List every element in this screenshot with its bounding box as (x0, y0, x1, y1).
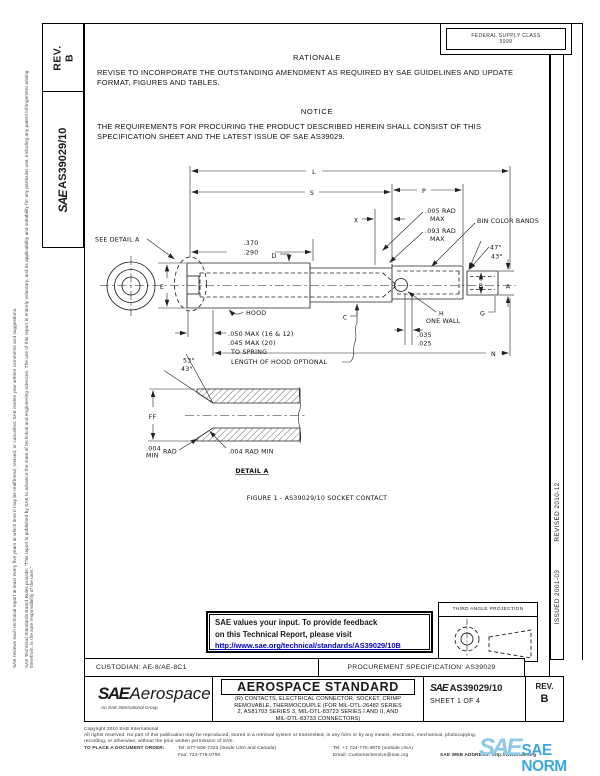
footer-tel-2: Tel: +1 724-776-4970 (outside USA) (333, 746, 414, 751)
standard-title-cell: AEROSPACE STANDARD (R) CONTACTS, ELECTRI… (213, 677, 424, 722)
rev-cell: REV. B (526, 677, 563, 721)
dimension-lines (146, 166, 514, 451)
angle-47-label: 47° (490, 244, 502, 252)
footer-copyright: Copyright 2010 SAE International (84, 727, 159, 732)
standard-description: (R) CONTACTS, ELECTRICAL CONNECTOR, SOCK… (234, 696, 402, 722)
dim-c-label: C (343, 315, 348, 322)
hood-note-3: TO SPRING (230, 349, 267, 356)
side-tab-rev-cell (42, 23, 84, 92)
dim-h-label: H (439, 311, 444, 318)
drawing-labels: L S P X N .370 .290 SEE DETAIL A D E C A… (95, 169, 539, 502)
third-angle-projection-icon (454, 619, 532, 659)
see-detail-a-label: SEE DETAIL A (95, 237, 140, 244)
hood-note-2: .045 MAX (20) (228, 340, 276, 347)
left-margin-disclaimer-2: SAE reviews each technical report at lea… (12, 307, 17, 668)
rad-093-line2: MAX (430, 236, 445, 243)
procurement-spec-label: PROCUREMENT SPECIFICATION: AS39029 (347, 664, 496, 671)
figure-caption: FIGURE 1 - AS39029/10 SOCKET CONTACT (247, 495, 387, 502)
dim-025-label: .025 (417, 341, 432, 348)
hood-label: HOOD (246, 310, 266, 317)
detail-angle-43: 43° (181, 365, 193, 373)
sae-logo-icon: SAE (56, 190, 70, 213)
dim-x-label: X (354, 218, 359, 225)
fsc-value: 5999 (499, 39, 513, 45)
projection-title: THIRD ANGLE PROJECTION (439, 603, 537, 617)
dim-b-label: B (479, 283, 484, 290)
sheet-info: SHEET 1 OF 4 (430, 698, 481, 705)
footer-rights: All rights reserved. No part of this pub… (84, 733, 477, 744)
detail-angle-53: 53° (183, 357, 195, 365)
side-view-geometry (100, 256, 516, 316)
watermark-sae-glyph: SAE (479, 734, 522, 761)
custodian-row: CUSTODIAN: AE-8/AE-8C1 PROCUREMENT SPECI… (84, 658, 525, 677)
dim-n-label: N (491, 351, 496, 358)
custodian-label: CUSTODIAN: AE-8/AE-8C1 (85, 659, 319, 676)
socket-contact-drawing: L S P X N .370 .290 SEE DETAIL A D E C A… (95, 166, 539, 502)
logo-aerospace-text: Aerospace (129, 684, 211, 703)
dim-s-label: S (310, 190, 314, 197)
fsc-box: FEDERAL SUPPLY CLASS 5999 (440, 23, 572, 55)
bin-color-bands-label: BIN COLOR BANDS (477, 218, 539, 225)
detail-a-title: DETAIL A (235, 468, 268, 475)
feedback-link[interactable]: http://www.sae.org/technical/standards/A… (215, 641, 401, 650)
footer-fax: Fax: 724-776-0790 (178, 753, 221, 758)
side-tab-rev-value: B (63, 53, 75, 62)
projection-box: THIRD ANGLE PROJECTION (438, 602, 538, 662)
rad-004-left-3: RAD (163, 449, 177, 456)
rev-label: REV. (535, 682, 554, 691)
watermark-name: SAE NORM (521, 742, 567, 775)
rad-005-line2: MAX (430, 216, 445, 223)
logo-tagline: An SAE International Group (101, 705, 158, 710)
dim-290-label: .290 (244, 250, 259, 257)
sae-norm-watermark: SAE SAE NORM INTERNATIONAL (479, 734, 599, 776)
rationale-body: REVISE TO INCORPORATE THE OUTSTANDING AM… (97, 68, 514, 87)
dim-370-label: .370 (244, 240, 259, 247)
side-tab-doc: SAE AS39029/10 (42, 95, 84, 245)
dim-035-label: .035 (417, 332, 432, 339)
doc-number: AS39029/10 (449, 683, 503, 694)
dim-l-label: L (312, 169, 316, 176)
detail-a-view (163, 353, 306, 444)
footer-order-label: TO PLACE A DOCUMENT ORDER: (84, 746, 165, 751)
feedback-line-2: on this Technical Report, please visit (215, 629, 352, 639)
rev-value: B (540, 693, 549, 705)
footer-tel-1: Tel: 877-606-7323 (inside USA and Canada… (178, 746, 277, 751)
footer-web-address: SAE WEB ADDRESS: http://www.sae.org (440, 753, 537, 758)
rationale-title: RATIONALE (293, 53, 341, 62)
dim-a-label: A (506, 284, 511, 291)
footer-email: Email: CustomerService@sae.org (333, 753, 409, 758)
standard-title: AEROSPACE STANDARD (221, 679, 415, 695)
rad-004-left-1: .004 (146, 446, 161, 453)
issued-date-text: ISSUED 2001-03 (553, 569, 561, 625)
fsc-label: FEDERAL SUPPLY CLASS (471, 32, 541, 39)
dim-e-label: E (160, 284, 164, 291)
sae-aerospace-logo: SAEAerospace An SAE International Group (85, 677, 213, 721)
hood-note-1: .050 MAX (16 & 12) (228, 331, 294, 338)
dim-d-label: D (271, 253, 276, 260)
feedback-box: SAE values your input. To provide feedba… (206, 611, 433, 653)
side-tab-doc-number: AS39029/10 (57, 127, 69, 189)
rad-093-line1: .093 RAD (425, 228, 456, 235)
rad-004-left-2: MIN (146, 453, 159, 460)
notice-body: THE REQUIREMENTS FOR PROCURING THE PRODU… (97, 122, 482, 141)
outer-right-border (564, 23, 583, 660)
side-tab-rev: REV. B (42, 23, 84, 92)
dim-g-label: G (480, 311, 485, 318)
logo-sae-text: SAE (98, 684, 130, 703)
side-tab-rev-label: REV. (51, 44, 63, 71)
angle-43-label: 43° (491, 253, 503, 261)
rad-005-line1: .005 RAD (425, 208, 456, 215)
rad-004-right: .004 RAD MIN (228, 449, 274, 456)
notice-title: NOTICE (300, 107, 334, 116)
one-wall-label: ONE WALL (426, 318, 461, 325)
doc-sae-logo: SAE (430, 683, 449, 694)
hood-note-4: LENGTH OF HOOD OPTIONAL (231, 359, 327, 366)
left-margin-disclaimer-1: SAE Technical Standards Board Rules prov… (24, 70, 34, 668)
dim-ff-label: FF (149, 414, 157, 421)
side-tab-box (42, 23, 84, 248)
dim-p-label: P (422, 188, 426, 195)
feedback-line-1: SAE values your input. To provide feedba… (215, 618, 378, 627)
title-block: SAEAerospace An SAE International Group … (84, 676, 564, 722)
